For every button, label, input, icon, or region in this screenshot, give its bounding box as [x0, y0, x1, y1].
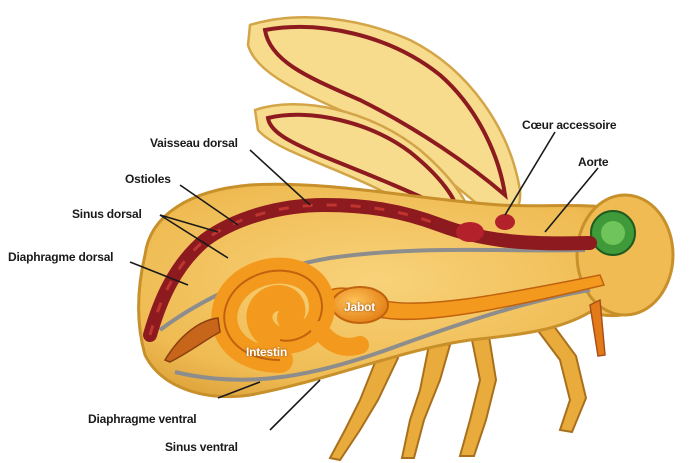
head	[577, 195, 673, 315]
label-ostioles: Ostioles	[125, 172, 171, 186]
label-jabot: Jabot	[344, 300, 375, 314]
coeur-accessoire-shape	[456, 222, 484, 242]
label-aorte: Aorte	[578, 155, 608, 169]
label-intestin: Intestin	[246, 345, 287, 359]
label-diaphragme-ventral: Diaphragme ventral	[88, 412, 196, 426]
label-sinus-dorsal: Sinus dorsal	[72, 207, 142, 221]
label-vaisseau-dorsal: Vaisseau dorsal	[150, 136, 238, 150]
label-coeur-accessoire: Cœur accessoire	[522, 118, 616, 132]
label-sinus-ventral: Sinus ventral	[165, 440, 238, 454]
label-diaphragme-dorsal: Diaphragme dorsal	[8, 250, 113, 264]
